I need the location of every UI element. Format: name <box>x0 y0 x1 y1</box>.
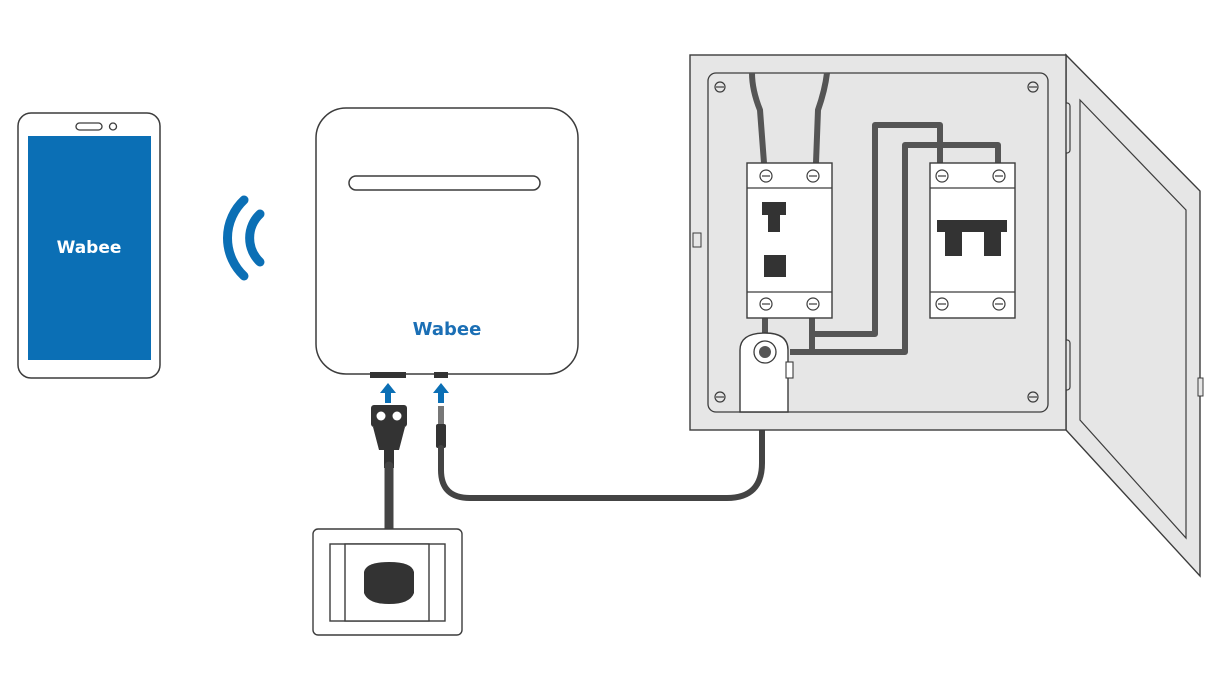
circuit-breaker-icon <box>746 162 833 319</box>
hub-device: Wabee <box>315 107 579 378</box>
wall-socket-icon <box>312 528 463 636</box>
smartphone: Wabee <box>17 112 161 379</box>
phone-speaker <box>75 122 103 131</box>
power-plug-icon <box>371 405 407 468</box>
phone-camera <box>108 122 118 131</box>
arrow-up-icon <box>380 383 396 403</box>
hub-logo: Wabee <box>413 319 482 340</box>
phone-screen <box>28 136 151 360</box>
panel-wires <box>749 72 1001 355</box>
hub-power-port <box>370 372 406 378</box>
hub-jack-port <box>434 372 448 378</box>
phone-logo: Wabee <box>57 238 122 258</box>
audio-jack-icon <box>436 406 446 448</box>
hub-led-bar <box>348 175 541 191</box>
clamp-cable <box>438 409 765 501</box>
wifi-signal-icon <box>223 195 265 281</box>
panel-door <box>1055 53 1204 578</box>
circuit-breaker-icon <box>929 162 1016 319</box>
arrow-up-icon <box>433 383 449 403</box>
panel-screws <box>714 81 1039 403</box>
current-clamp-icon <box>739 332 794 413</box>
